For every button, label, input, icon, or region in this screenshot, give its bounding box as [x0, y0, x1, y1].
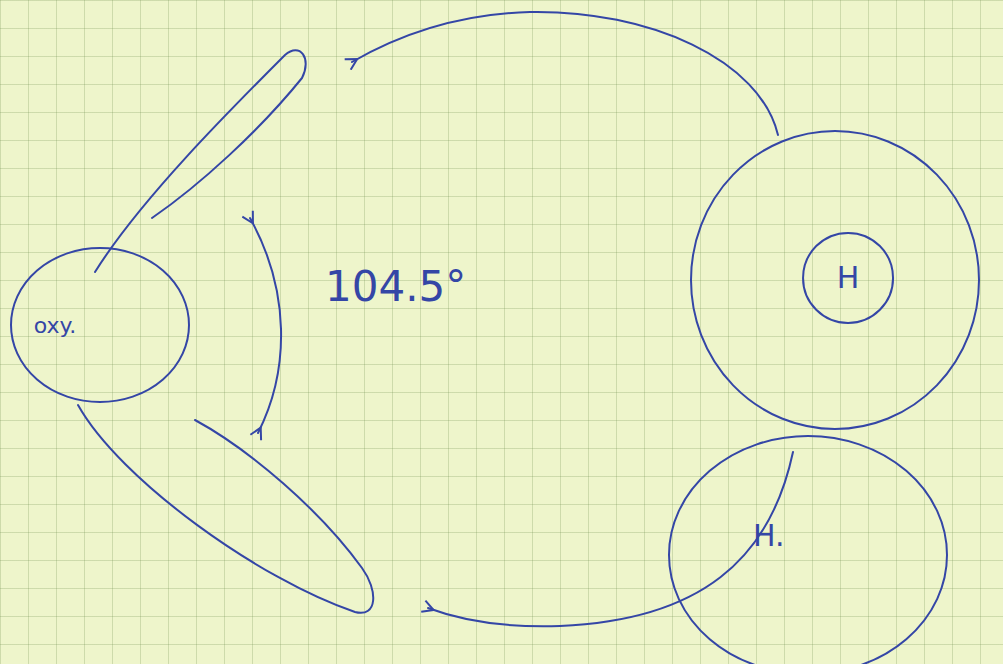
hydrogen-atom: H.: [668, 435, 948, 664]
atom-label: oxy.: [34, 313, 77, 338]
bond-arrow-lower: [428, 452, 793, 626]
lower-lobe: [78, 405, 373, 613]
oxygen-atom: oxy.: [10, 247, 190, 403]
hydrogen-atom: H: [690, 130, 980, 430]
atom-outline: [690, 130, 980, 430]
atom-label: H.: [753, 518, 785, 553]
bond-arrow-upper: [352, 12, 778, 135]
atom-outline: [668, 435, 948, 664]
atom-label: H: [837, 260, 860, 295]
angle-label: 104.5°: [325, 262, 466, 311]
angle-arrow: [250, 218, 281, 433]
upper-lobe: [95, 50, 306, 272]
